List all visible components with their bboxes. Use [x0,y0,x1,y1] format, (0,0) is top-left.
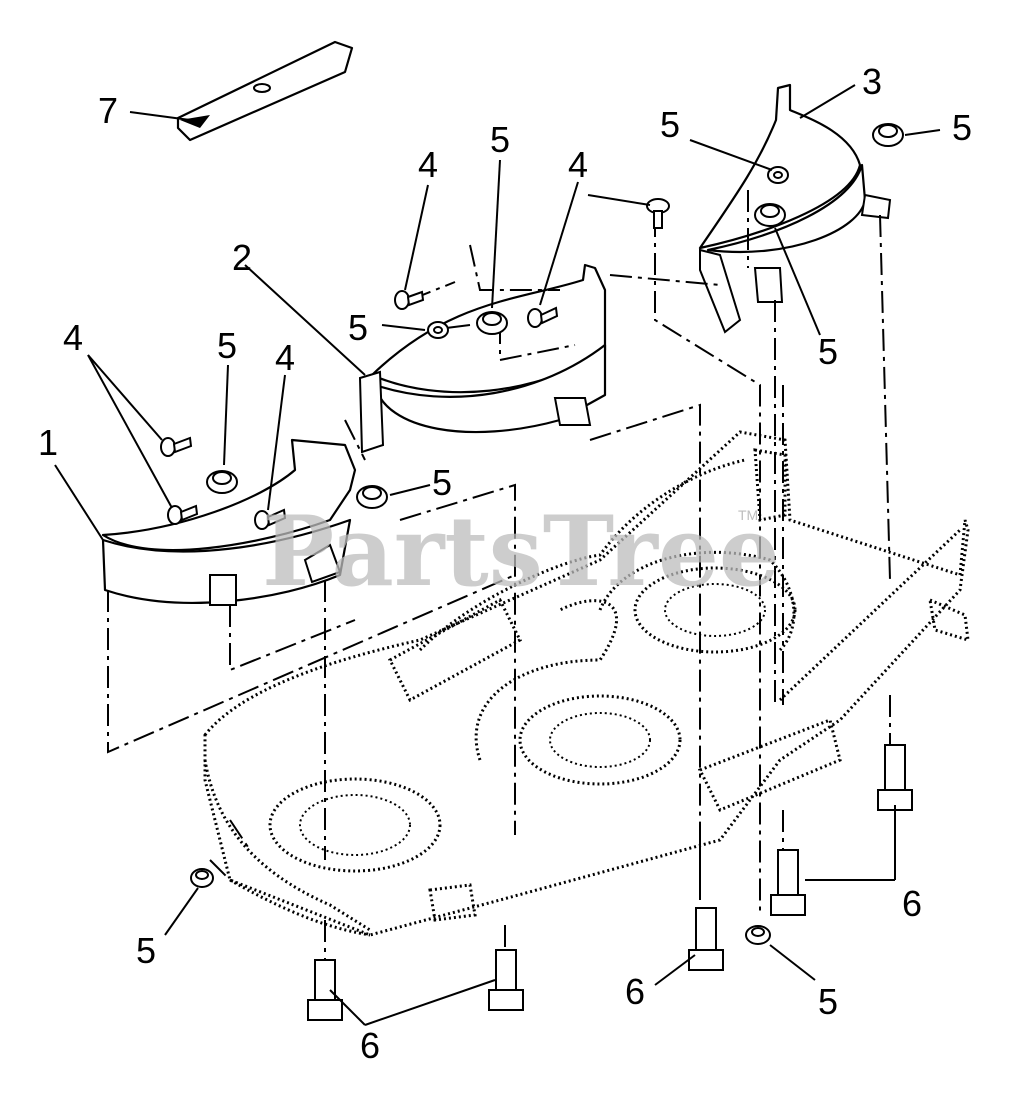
callout: 5 [490,119,510,160]
callout: 5 [348,307,368,348]
callout: 4 [418,144,438,185]
callout: 5 [432,462,452,503]
flange-nut [754,203,786,227]
callout: 4 [275,337,295,378]
washer [427,321,449,339]
flange-nut [190,868,214,888]
callout: 4 [568,144,588,185]
baffle-3 [698,83,892,334]
callout: 5 [818,331,838,372]
carriage-bolt [527,306,559,328]
flange-nut [476,311,508,335]
baffle-1 [101,438,357,606]
mower-deck [203,430,970,937]
callout: 2 [232,237,252,278]
callout: 5 [818,981,838,1022]
watermark: PartsTree TM [262,495,780,608]
hardware [160,123,913,1021]
flange-nut [206,470,238,494]
callout: 3 [862,61,882,102]
carriage-bolt [646,198,670,229]
flange-nut [872,123,904,147]
callout: 7 [98,90,118,131]
callout: 5 [660,104,680,145]
callout-numbers: 7 3 5 5 4 5 4 5 2 5 4 5 4 1 5 5 6 5 6 6 … [38,61,972,1066]
callout: 5 [952,107,972,148]
carriage-bolt [167,504,199,525]
carriage-bolt [394,290,425,310]
leader-lines [54,84,941,1026]
callout: 5 [136,930,156,971]
blade-7 [176,40,354,142]
svg-text:PartsTree: PartsTree [262,495,780,608]
carriage-bolt [254,508,287,530]
callout: 6 [360,1025,380,1066]
callout: 6 [625,971,645,1012]
callout: 5 [217,325,237,366]
flange-nut [745,925,771,945]
callout: 4 [63,317,83,358]
hex-bolt [877,744,913,811]
hex-bolt [307,959,343,1021]
washer [767,166,789,184]
svg-text:TM: TM [738,507,758,523]
hex-bolt [770,849,806,916]
flange-nut [356,485,388,509]
callout: 1 [38,422,58,463]
hex-bolt [688,907,724,971]
carriage-bolt [160,436,193,457]
callout: 6 [902,883,922,924]
hex-bolt [488,949,524,1011]
